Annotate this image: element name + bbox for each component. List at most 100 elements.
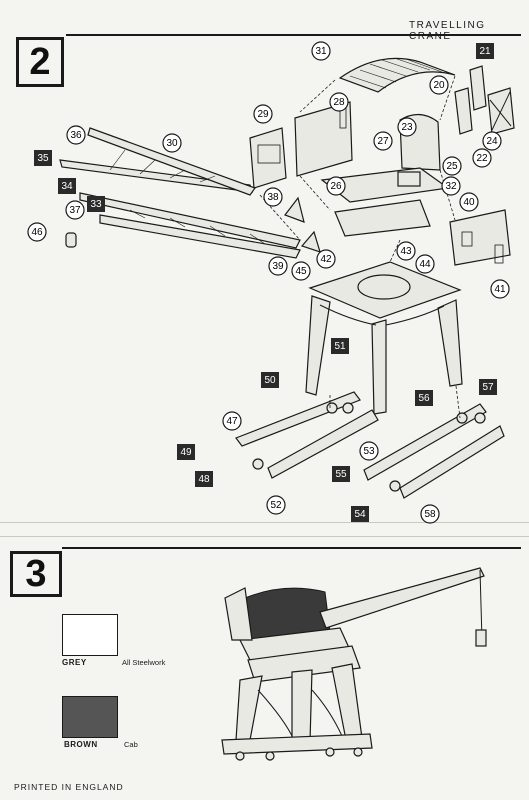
part-callout: 25 — [442, 156, 462, 176]
part-callout: 55 — [332, 466, 350, 482]
cab-wall-part — [249, 127, 287, 189]
part-callout: 40 — [459, 192, 479, 212]
part-callout: 52 — [266, 495, 286, 515]
part-number: 24 — [486, 136, 498, 147]
gantry-leg-part — [371, 319, 387, 415]
page-title: TRAVELLING CRANE — [409, 20, 486, 42]
bogie-part — [363, 403, 487, 481]
bogie-part — [267, 409, 379, 479]
part-callout: 28 — [329, 92, 349, 112]
brown-swatch — [62, 696, 118, 738]
part-callout: 24 — [482, 131, 502, 151]
part-number: 30 — [166, 138, 178, 149]
part-number: 56 — [418, 393, 430, 404]
part-number: 58 — [424, 509, 436, 520]
gantry-leg-part — [437, 299, 463, 387]
part-callout: 41 — [490, 279, 510, 299]
turntable-part — [357, 274, 411, 300]
grey-swatch — [62, 614, 118, 656]
part-number: 35 — [37, 153, 49, 164]
part-callout: 47 — [222, 411, 242, 431]
part-number: 44 — [419, 259, 431, 270]
step-number-box: 2 — [16, 37, 64, 87]
part-number: 22 — [476, 153, 488, 164]
part-callout: 57 — [479, 379, 497, 395]
part-callout: 53 — [359, 441, 379, 461]
part-callout: 33 — [87, 196, 105, 212]
grey-label: GREY — [62, 658, 87, 667]
part-number: 40 — [463, 197, 475, 208]
part-number: 53 — [363, 446, 375, 457]
part-number: 55 — [335, 469, 347, 480]
part-number: 27 — [377, 136, 389, 147]
part-callout: 30 — [162, 133, 182, 153]
part-callout: 38 — [263, 187, 283, 207]
part-callout: 58 — [420, 504, 440, 524]
part-number: 46 — [31, 227, 43, 238]
part-number: 20 — [433, 80, 445, 91]
part-number: 31 — [315, 46, 327, 57]
part-callout: 50 — [261, 372, 279, 388]
part-callout: 21 — [476, 43, 494, 59]
part-callout: 36 — [66, 125, 86, 145]
part-callout: 39 — [268, 256, 288, 276]
part-callout: 29 — [253, 104, 273, 124]
part-number: 39 — [272, 261, 284, 272]
bracket-part — [469, 65, 487, 111]
cab-wall-part — [294, 101, 353, 177]
jib-part — [99, 214, 301, 259]
part-callout: 44 — [415, 254, 435, 274]
part-number: 23 — [401, 122, 413, 133]
fold-line — [0, 522, 529, 523]
step-number: 2 — [29, 40, 51, 83]
part-number: 29 — [257, 109, 269, 120]
part-callout: 34 — [58, 178, 76, 194]
part-number: 33 — [90, 199, 102, 210]
grey-description: All Steelwork — [122, 658, 166, 667]
part-callout: 27 — [373, 131, 393, 151]
section-rule-bottom — [62, 547, 521, 549]
part-number: 25 — [446, 161, 458, 172]
roof-part — [338, 57, 456, 93]
part-number: 49 — [180, 447, 192, 458]
part-callout: 22 — [472, 148, 492, 168]
section-rule-top — [66, 34, 521, 36]
part-number: 48 — [198, 474, 210, 485]
part-callout: 42 — [316, 249, 336, 269]
part-number: 45 — [295, 266, 307, 277]
step-number-box: 3 — [10, 551, 62, 597]
bogie-part — [399, 425, 505, 499]
step-number: 3 — [25, 552, 47, 595]
part-number: 51 — [334, 341, 346, 352]
part-callout: 54 — [351, 506, 369, 522]
platform-part — [334, 199, 431, 237]
part-callout: 35 — [34, 150, 52, 166]
footer-text: PRINTED IN ENGLAND — [14, 782, 124, 792]
jib-lattice — [109, 149, 266, 245]
part-number: 47 — [226, 416, 238, 427]
part-number: 54 — [354, 509, 366, 520]
part-callout: 37 — [65, 200, 85, 220]
jib-assembled — [319, 567, 485, 629]
part-callout: 49 — [177, 444, 195, 460]
part-number: 41 — [494, 284, 506, 295]
part-number: 37 — [69, 205, 81, 216]
part-number: 32 — [445, 181, 457, 192]
part-callout: 45 — [291, 261, 311, 281]
brown-label: BROWN — [64, 740, 98, 749]
jib-part — [79, 192, 301, 249]
part-number: 21 — [479, 46, 491, 57]
part-callout: 32 — [441, 176, 461, 196]
jib-part — [87, 127, 256, 196]
hook-part — [65, 232, 77, 248]
part-callout: 46 — [27, 222, 47, 242]
gantry-leg-part — [305, 295, 331, 396]
part-number: 38 — [267, 192, 279, 203]
brown-description: Cab — [124, 740, 138, 749]
assembled-crane — [221, 567, 487, 761]
cab-block-part — [449, 209, 511, 266]
hook-assembled — [475, 629, 487, 647]
part-callout: 23 — [397, 117, 417, 137]
part-number: 26 — [330, 181, 342, 192]
